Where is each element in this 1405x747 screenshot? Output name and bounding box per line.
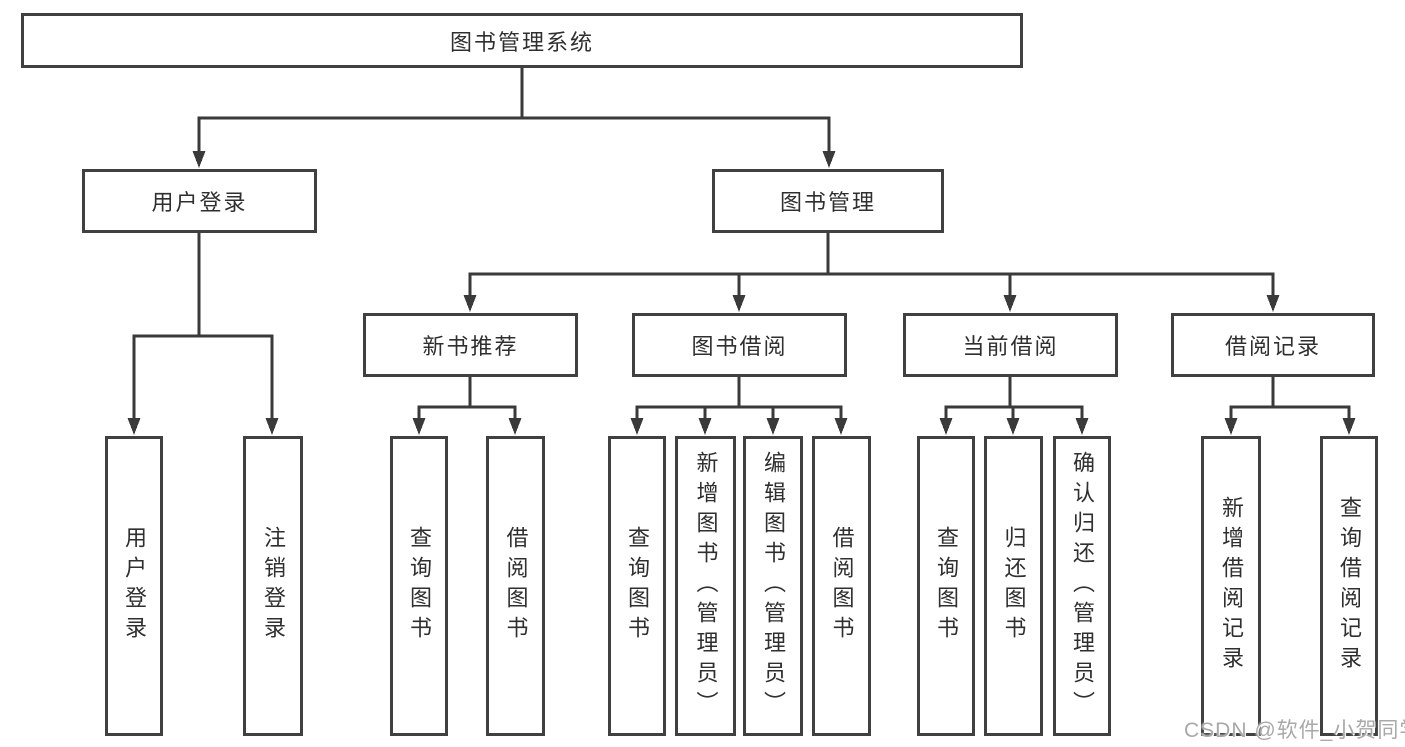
- leaf-label: 用户登录: [122, 526, 147, 646]
- leaf-confirm-return-admin: 确认归还（管理员）: [1053, 436, 1111, 736]
- leaf-return-books: 归还图书: [984, 436, 1043, 736]
- leaf-user-login: 用户登录: [105, 436, 163, 736]
- leaf-query-books-current: 查询图书: [917, 436, 975, 736]
- node-current-borrow: 当前借阅: [903, 313, 1118, 377]
- leaf-label: 借阅图书: [829, 526, 855, 646]
- csdn-watermark: CSDN @软件_小贺同学: [1184, 719, 1405, 742]
- leaf-label: 查询借阅记录: [1337, 496, 1362, 676]
- leaf-label: 归还图书: [1001, 526, 1027, 646]
- leaf-label: 借阅图书: [503, 526, 529, 646]
- node-book-borrow: 图书借阅: [632, 313, 847, 377]
- leaf-label: 新增图书（管理员）: [693, 451, 719, 721]
- leaf-query-books-newbook: 查询图书: [390, 436, 448, 736]
- node-root-system: 图书管理系统: [21, 13, 1023, 68]
- leaf-query-borrow-record: 查询借阅记录: [1320, 436, 1378, 736]
- leaf-edit-books-admin: 编辑图书（管理员）: [743, 436, 803, 736]
- leaf-query-books-borrow: 查询图书: [608, 436, 666, 736]
- leaf-label: 查询图书: [407, 526, 432, 646]
- node-book-management-group: 图书管理: [712, 169, 944, 233]
- leaf-label: 确认归还（管理员）: [1070, 451, 1095, 721]
- leaf-label: 编辑图书（管理员）: [761, 451, 786, 721]
- leaf-borrow-books-newbook: 借阅图书: [486, 436, 545, 736]
- leaf-label: 查询图书: [934, 526, 959, 646]
- leaf-add-books-admin: 新增图书（管理员）: [675, 436, 736, 736]
- node-borrow-records: 借阅记录: [1171, 313, 1375, 377]
- leaf-logout: 注销登录: [243, 436, 303, 736]
- leaf-label: 查询图书: [625, 526, 650, 646]
- leaf-label: 新增借阅记录: [1219, 496, 1244, 676]
- leaf-add-borrow-record: 新增借阅记录: [1201, 436, 1261, 736]
- node-new-book-recommend: 新书推荐: [363, 313, 578, 377]
- leaf-borrow-books: 借阅图书: [812, 436, 871, 736]
- node-user-login-group: 用户登录: [82, 169, 317, 233]
- leaf-label: 注销登录: [261, 526, 286, 646]
